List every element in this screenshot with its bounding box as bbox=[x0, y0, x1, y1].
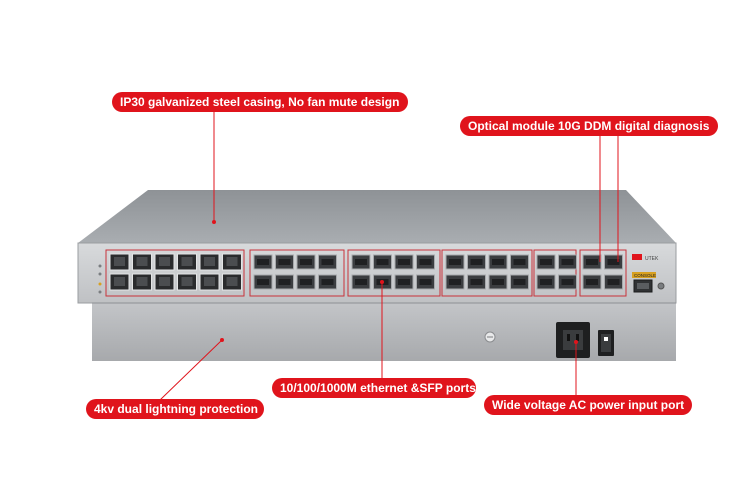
rj45-ports bbox=[109, 253, 242, 291]
sfp-port bbox=[318, 254, 337, 270]
sfp-plus-port bbox=[604, 254, 623, 270]
sfp-port bbox=[275, 274, 294, 290]
sfp-port bbox=[510, 254, 529, 270]
sfp-port bbox=[253, 274, 273, 290]
sfp-plus-group-border bbox=[579, 249, 627, 297]
callout-ports: 10/100/1000M ethernet &SFP ports bbox=[272, 378, 476, 398]
sfp-plus-port bbox=[582, 274, 602, 290]
sfp-ports bbox=[253, 254, 623, 290]
sfp-port bbox=[253, 254, 273, 270]
console-label: CONSOLE bbox=[634, 273, 656, 278]
sfp-port bbox=[296, 274, 316, 290]
sfp-port bbox=[558, 274, 577, 290]
rj45-group-border bbox=[105, 249, 245, 297]
sfp-plus-port bbox=[582, 254, 602, 270]
rj45-port bbox=[222, 253, 242, 271]
sfp-port bbox=[351, 254, 371, 270]
sfp-port bbox=[510, 274, 529, 290]
rj45-port bbox=[109, 273, 130, 291]
sfp-port bbox=[275, 254, 294, 270]
sfp-port bbox=[488, 254, 508, 270]
sfp-port bbox=[318, 274, 337, 290]
sfp-group-2-border bbox=[347, 249, 441, 297]
rj45-port bbox=[199, 253, 220, 271]
sfp-port bbox=[445, 254, 465, 270]
console-label-bg bbox=[632, 272, 656, 278]
rj45-port bbox=[199, 273, 220, 291]
sfp-port bbox=[488, 274, 508, 290]
sfp-port bbox=[467, 274, 486, 290]
chassis-top bbox=[78, 190, 676, 243]
rj45-port bbox=[132, 253, 152, 271]
pointer-lightning bbox=[159, 339, 223, 401]
sfp-port bbox=[394, 254, 414, 270]
sfp-port bbox=[467, 254, 486, 270]
sfp-group-1-border bbox=[249, 249, 345, 297]
callout-casing: IP30 galvanized steel casing, No fan mut… bbox=[112, 92, 408, 112]
sfp-port bbox=[536, 254, 556, 270]
callout-optical: Optical module 10G DDM digital diagnosis bbox=[460, 116, 718, 136]
sfp-port bbox=[558, 254, 577, 270]
sfp-port bbox=[394, 274, 414, 290]
sfp-plus-port bbox=[604, 274, 623, 290]
rj45-port bbox=[109, 253, 130, 271]
sfp-port bbox=[351, 274, 371, 290]
rj45-port bbox=[154, 253, 175, 271]
chassis-front-panel bbox=[77, 242, 677, 304]
callout-power: Wide voltage AC power input port bbox=[484, 395, 692, 415]
rj45-port bbox=[177, 253, 197, 271]
pointer-lines bbox=[159, 112, 619, 401]
callout-lightning: 4kv dual lightning protection bbox=[86, 399, 264, 419]
rj45-port bbox=[132, 273, 152, 291]
sfp-port bbox=[296, 254, 316, 270]
sfp-port bbox=[445, 274, 465, 290]
rj45-port bbox=[177, 273, 197, 291]
status-leds bbox=[98, 264, 102, 294]
sfp-port bbox=[416, 274, 435, 290]
sfp-port bbox=[536, 274, 556, 290]
reset-button bbox=[657, 282, 665, 290]
sfp-group-4-border bbox=[533, 249, 577, 297]
rj45-port bbox=[222, 273, 242, 291]
sfp-group-3-border bbox=[441, 249, 533, 297]
sfp-port bbox=[416, 254, 435, 270]
sfp-port bbox=[373, 254, 392, 270]
rj45-port bbox=[154, 273, 175, 291]
brand-logo-text: UTEK bbox=[645, 256, 659, 262]
brand-logo-mark bbox=[632, 254, 642, 260]
